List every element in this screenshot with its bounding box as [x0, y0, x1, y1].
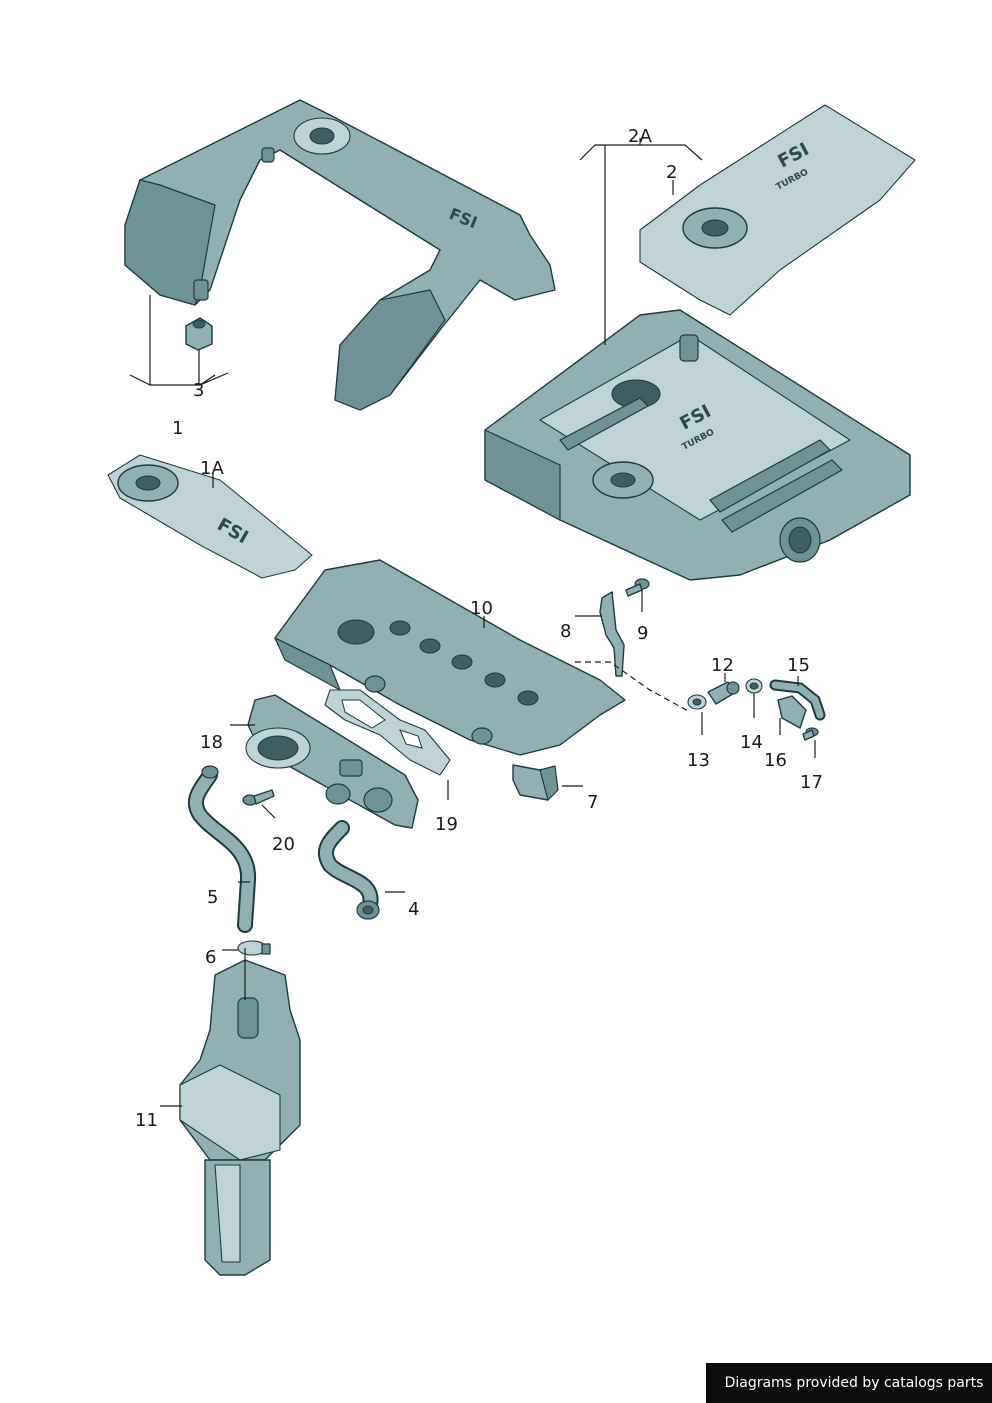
part-7-bracket[interactable] — [512, 764, 559, 801]
callout-1a: 1A — [200, 458, 224, 479]
part-8-bracket[interactable] — [599, 591, 625, 677]
credit-banner: Diagrams provided by catalogs parts — [706, 1363, 992, 1403]
part-9-bolt[interactable] — [625, 578, 650, 597]
callout-20: 20 — [272, 834, 295, 855]
callout-11: 11 — [135, 1110, 158, 1131]
callout-2: 2 — [666, 162, 677, 183]
callout-8: 8 — [560, 621, 571, 642]
part-2-turbo-cover[interactable]: FSI TURBO — [639, 104, 916, 316]
part-6-clamp[interactable] — [237, 940, 271, 956]
callout-1: 1 — [172, 418, 183, 439]
callout-5: 5 — [207, 887, 218, 908]
callout-3: 3 — [193, 380, 204, 401]
part-1-engine-cover[interactable]: FSI — [124, 99, 556, 411]
callout-18: 18 — [200, 732, 223, 753]
callout-2a: 2A — [628, 126, 652, 147]
callout-9: 9 — [637, 623, 648, 644]
part-19-gasket[interactable] — [324, 689, 451, 776]
part-10-cylinder-head-cover[interactable] — [274, 559, 626, 756]
callout-19: 19 — [435, 814, 458, 835]
part-4-hose[interactable] — [317, 820, 380, 920]
callout-labels: 1 1A 2 2A 3 4 5 6 7 8 9 10 11 12 13 14 1… — [135, 126, 823, 1131]
callout-7: 7 — [587, 792, 598, 813]
callout-12: 12 — [711, 655, 734, 676]
callout-16: 16 — [764, 750, 787, 771]
part-13-clip[interactable] — [687, 694, 707, 710]
part-5-breather-hose[interactable] — [187, 765, 256, 933]
part-11-oil-filter-housing[interactable] — [179, 959, 301, 1276]
part-3-grommet[interactable] — [185, 317, 213, 351]
part-17-bolt[interactable] — [802, 727, 819, 741]
leader-lines — [129, 138, 816, 1107]
callout-17: 17 — [800, 772, 823, 793]
callout-15: 15 — [787, 655, 810, 676]
part-2a-turbo-engine-cover[interactable]: FSI TURBO — [484, 309, 911, 581]
part-12-valve[interactable] — [707, 681, 740, 705]
callout-6: 6 — [205, 947, 216, 968]
part-15-pipe[interactable] — [769, 679, 826, 721]
part-18-oil-separator[interactable] — [245, 694, 419, 829]
part-16-bracket[interactable] — [777, 695, 807, 729]
callout-10: 10 — [470, 598, 493, 619]
callout-14: 14 — [740, 732, 763, 753]
part-1a-cover-plate[interactable]: FSI — [107, 454, 313, 579]
part-14-clip[interactable] — [745, 678, 763, 694]
callout-4: 4 — [408, 899, 419, 920]
callout-13: 13 — [687, 750, 710, 771]
part-20-bolt[interactable] — [242, 789, 275, 806]
